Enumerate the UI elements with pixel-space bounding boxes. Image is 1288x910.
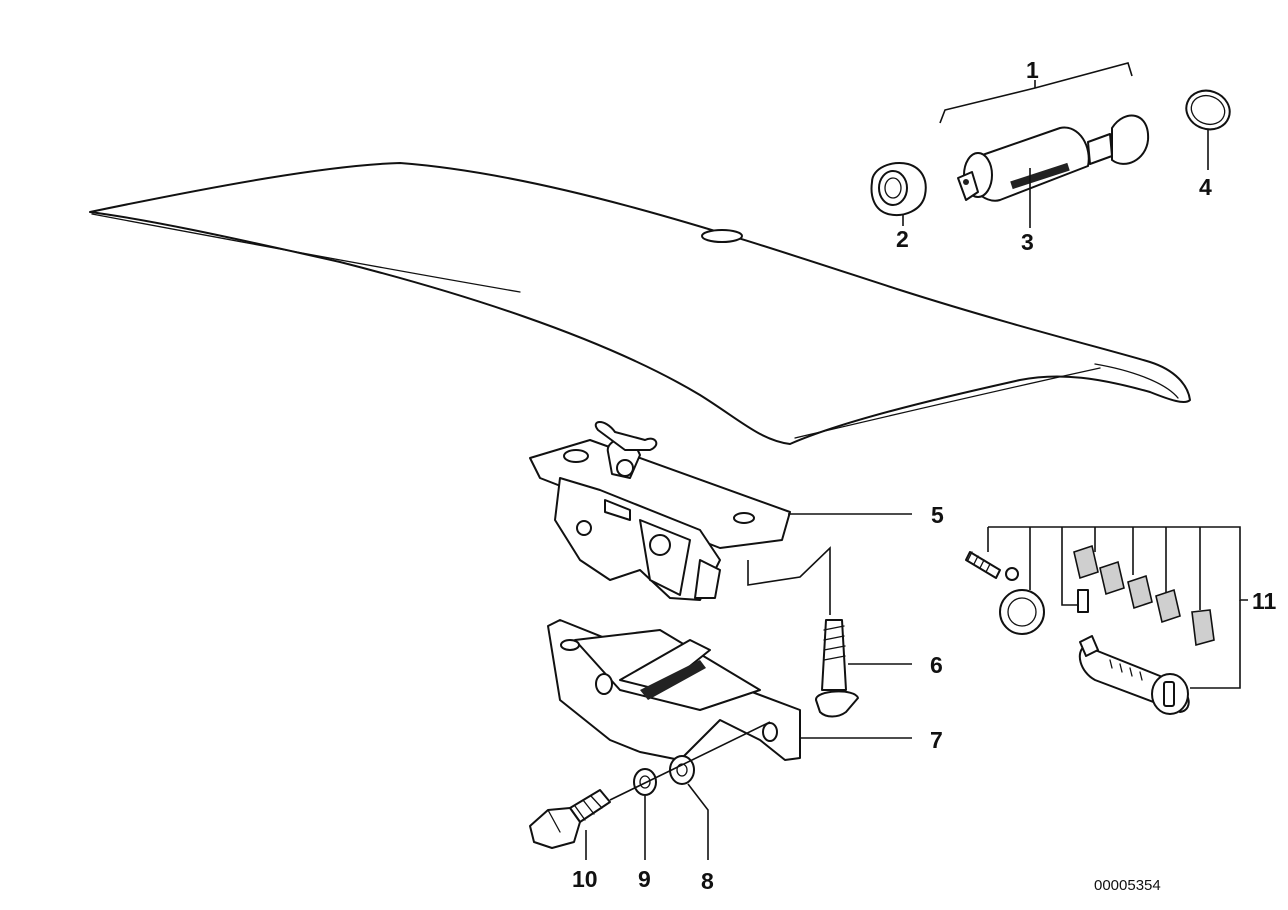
callout-1: 1 (1026, 57, 1039, 83)
flat-washer (669, 755, 709, 860)
trunk-latch (529, 421, 912, 601)
repair-kit (965, 526, 1248, 715)
spring-washer (633, 768, 657, 860)
callout-11: 11 (1252, 588, 1277, 614)
callout-10: 10 (572, 866, 598, 892)
nut (870, 162, 927, 226)
document-number: 00005354 (1094, 877, 1161, 894)
callout-2: 2 (896, 226, 909, 252)
callout-8: 8 (701, 868, 714, 894)
countersunk-screw (747, 546, 912, 718)
striker-plate (547, 619, 912, 761)
lock-cylinder (957, 114, 1150, 228)
trunk-lid (89, 162, 1191, 445)
callout-6: 6 (930, 652, 943, 678)
hex-bolt (529, 721, 771, 860)
callout-3: 3 (1021, 229, 1034, 255)
callout-5: 5 (931, 502, 944, 528)
callout-7: 7 (930, 727, 943, 753)
group-bracket-1 (939, 62, 1133, 124)
callout-9: 9 (638, 866, 651, 892)
callout-4: 4 (1199, 174, 1212, 200)
seal-ring (1185, 89, 1231, 170)
